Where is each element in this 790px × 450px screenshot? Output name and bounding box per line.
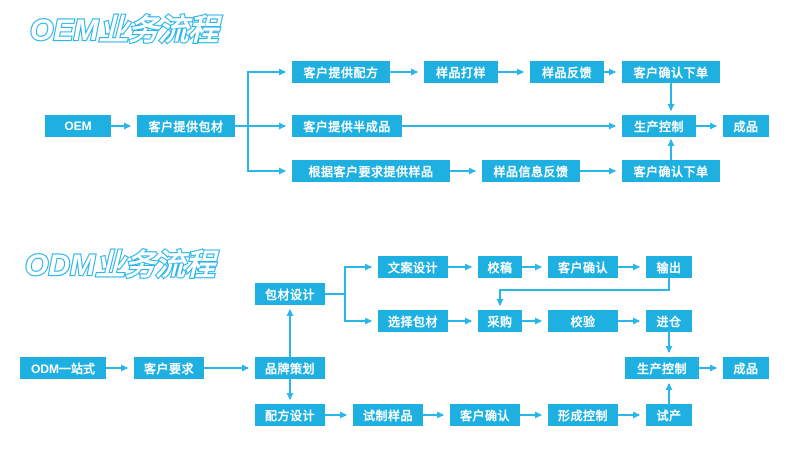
wire-odm-output-to-purchase bbox=[496, 278, 670, 306]
node-odm-packaging-design[interactable]: 包材设计 bbox=[255, 283, 325, 305]
node-oem-mid-1[interactable]: 客户提供半成品 bbox=[292, 115, 402, 137]
odm-section-title: ODM业务流程 bbox=[24, 249, 216, 282]
node-odm-start[interactable]: ODM一站式 bbox=[20, 357, 106, 379]
node-oem-start[interactable]: OEM bbox=[45, 115, 111, 137]
node-odm-end[interactable]: 成品 bbox=[723, 357, 769, 379]
node-oem-bot-1[interactable]: 根据客户要求提供样品 bbox=[292, 160, 450, 182]
node-odm-material-1[interactable]: 选择包材 bbox=[378, 310, 448, 332]
node-oem-top-2[interactable]: 样品打样 bbox=[424, 61, 498, 83]
node-odm-step2[interactable]: 客户要求 bbox=[134, 357, 204, 379]
node-oem-converge[interactable]: 生产控制 bbox=[622, 115, 696, 137]
node-odm-converge[interactable]: 生产控制 bbox=[625, 357, 699, 379]
node-oem-top-4[interactable]: 客户确认下单 bbox=[622, 61, 720, 83]
node-oem-top-1[interactable]: 客户提供配方 bbox=[292, 61, 390, 83]
node-oem-step2[interactable]: 客户提供包材 bbox=[137, 115, 235, 137]
node-odm-step3[interactable]: 品牌策划 bbox=[255, 357, 325, 379]
node-odm-formula-3[interactable]: 客户确认 bbox=[450, 404, 520, 426]
node-odm-formula-2[interactable]: 试制样品 bbox=[353, 404, 423, 426]
node-oem-top-3[interactable]: 样品反馈 bbox=[530, 61, 604, 83]
node-odm-material-4[interactable]: 进仓 bbox=[646, 310, 692, 332]
node-odm-copy-2[interactable]: 校稿 bbox=[478, 256, 522, 278]
node-oem-end[interactable]: 成品 bbox=[723, 115, 769, 137]
node-odm-copy-4[interactable]: 输出 bbox=[646, 256, 692, 278]
node-odm-material-2[interactable]: 采购 bbox=[478, 310, 522, 332]
node-odm-formula-5[interactable]: 试产 bbox=[646, 404, 692, 426]
node-odm-formula-1[interactable]: 配方设计 bbox=[255, 404, 325, 426]
node-odm-material-3[interactable]: 校验 bbox=[548, 310, 618, 332]
node-oem-bot-3[interactable]: 客户确认下单 bbox=[622, 160, 720, 182]
node-odm-copy-3[interactable]: 客户确认 bbox=[548, 256, 618, 278]
node-odm-copy-1[interactable]: 文案设计 bbox=[378, 256, 448, 278]
node-odm-formula-4[interactable]: 形成控制 bbox=[548, 404, 618, 426]
oem-section-title: OEM业务流程 bbox=[29, 14, 220, 47]
node-oem-bot-2[interactable]: 样品信息反馈 bbox=[482, 160, 580, 182]
